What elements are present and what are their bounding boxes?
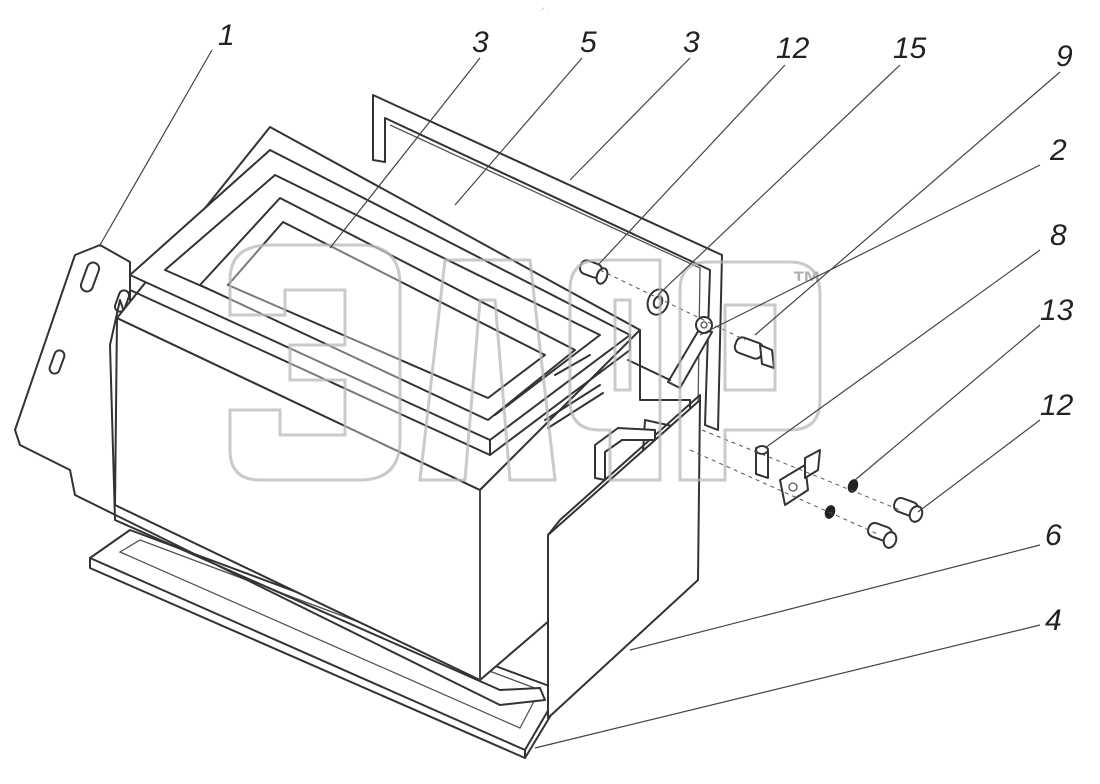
assembly-axis-lines [599, 269, 901, 536]
watermark-logo: ™ [228, 243, 822, 482]
part-3-rear-frame [372, 94, 723, 431]
callout-1: 1 [218, 19, 235, 52]
callout-6: 6 [1045, 519, 1062, 552]
callout-9: 9 [1056, 40, 1073, 73]
callout-12-upper: 12 [776, 32, 810, 65]
callout-12-lower: 12 [1040, 389, 1074, 422]
trademark-symbol: ™ [792, 266, 822, 299]
part-5-inner-seal [199, 197, 576, 421]
callout-13: 13 [1040, 294, 1074, 327]
slot-marks [544, 354, 604, 429]
callout-5: 5 [580, 26, 597, 59]
callout-8: 8 [1050, 219, 1067, 252]
part-15-washer [646, 288, 670, 316]
part-8-pin [755, 445, 769, 479]
leader-lines [99, 49, 1061, 749]
header-mark: ·° · [540, 8, 548, 14]
callout-15: 15 [893, 32, 927, 65]
callout-2: 2 [1049, 134, 1067, 167]
callout-3: 3 [472, 26, 489, 59]
callout-labels: 1 3 5 3 12 15 9 2 8 13 12 6 4 [218, 19, 1074, 637]
catch-plate [779, 449, 821, 506]
callout-3-rear: 3 [683, 26, 700, 59]
part-12-lower-screws [867, 497, 924, 549]
part-13-lock-washers [824, 479, 859, 519]
part-12-upper-screw [578, 259, 609, 285]
callout-4: 4 [1045, 604, 1062, 637]
part-9-bolt [733, 336, 775, 369]
